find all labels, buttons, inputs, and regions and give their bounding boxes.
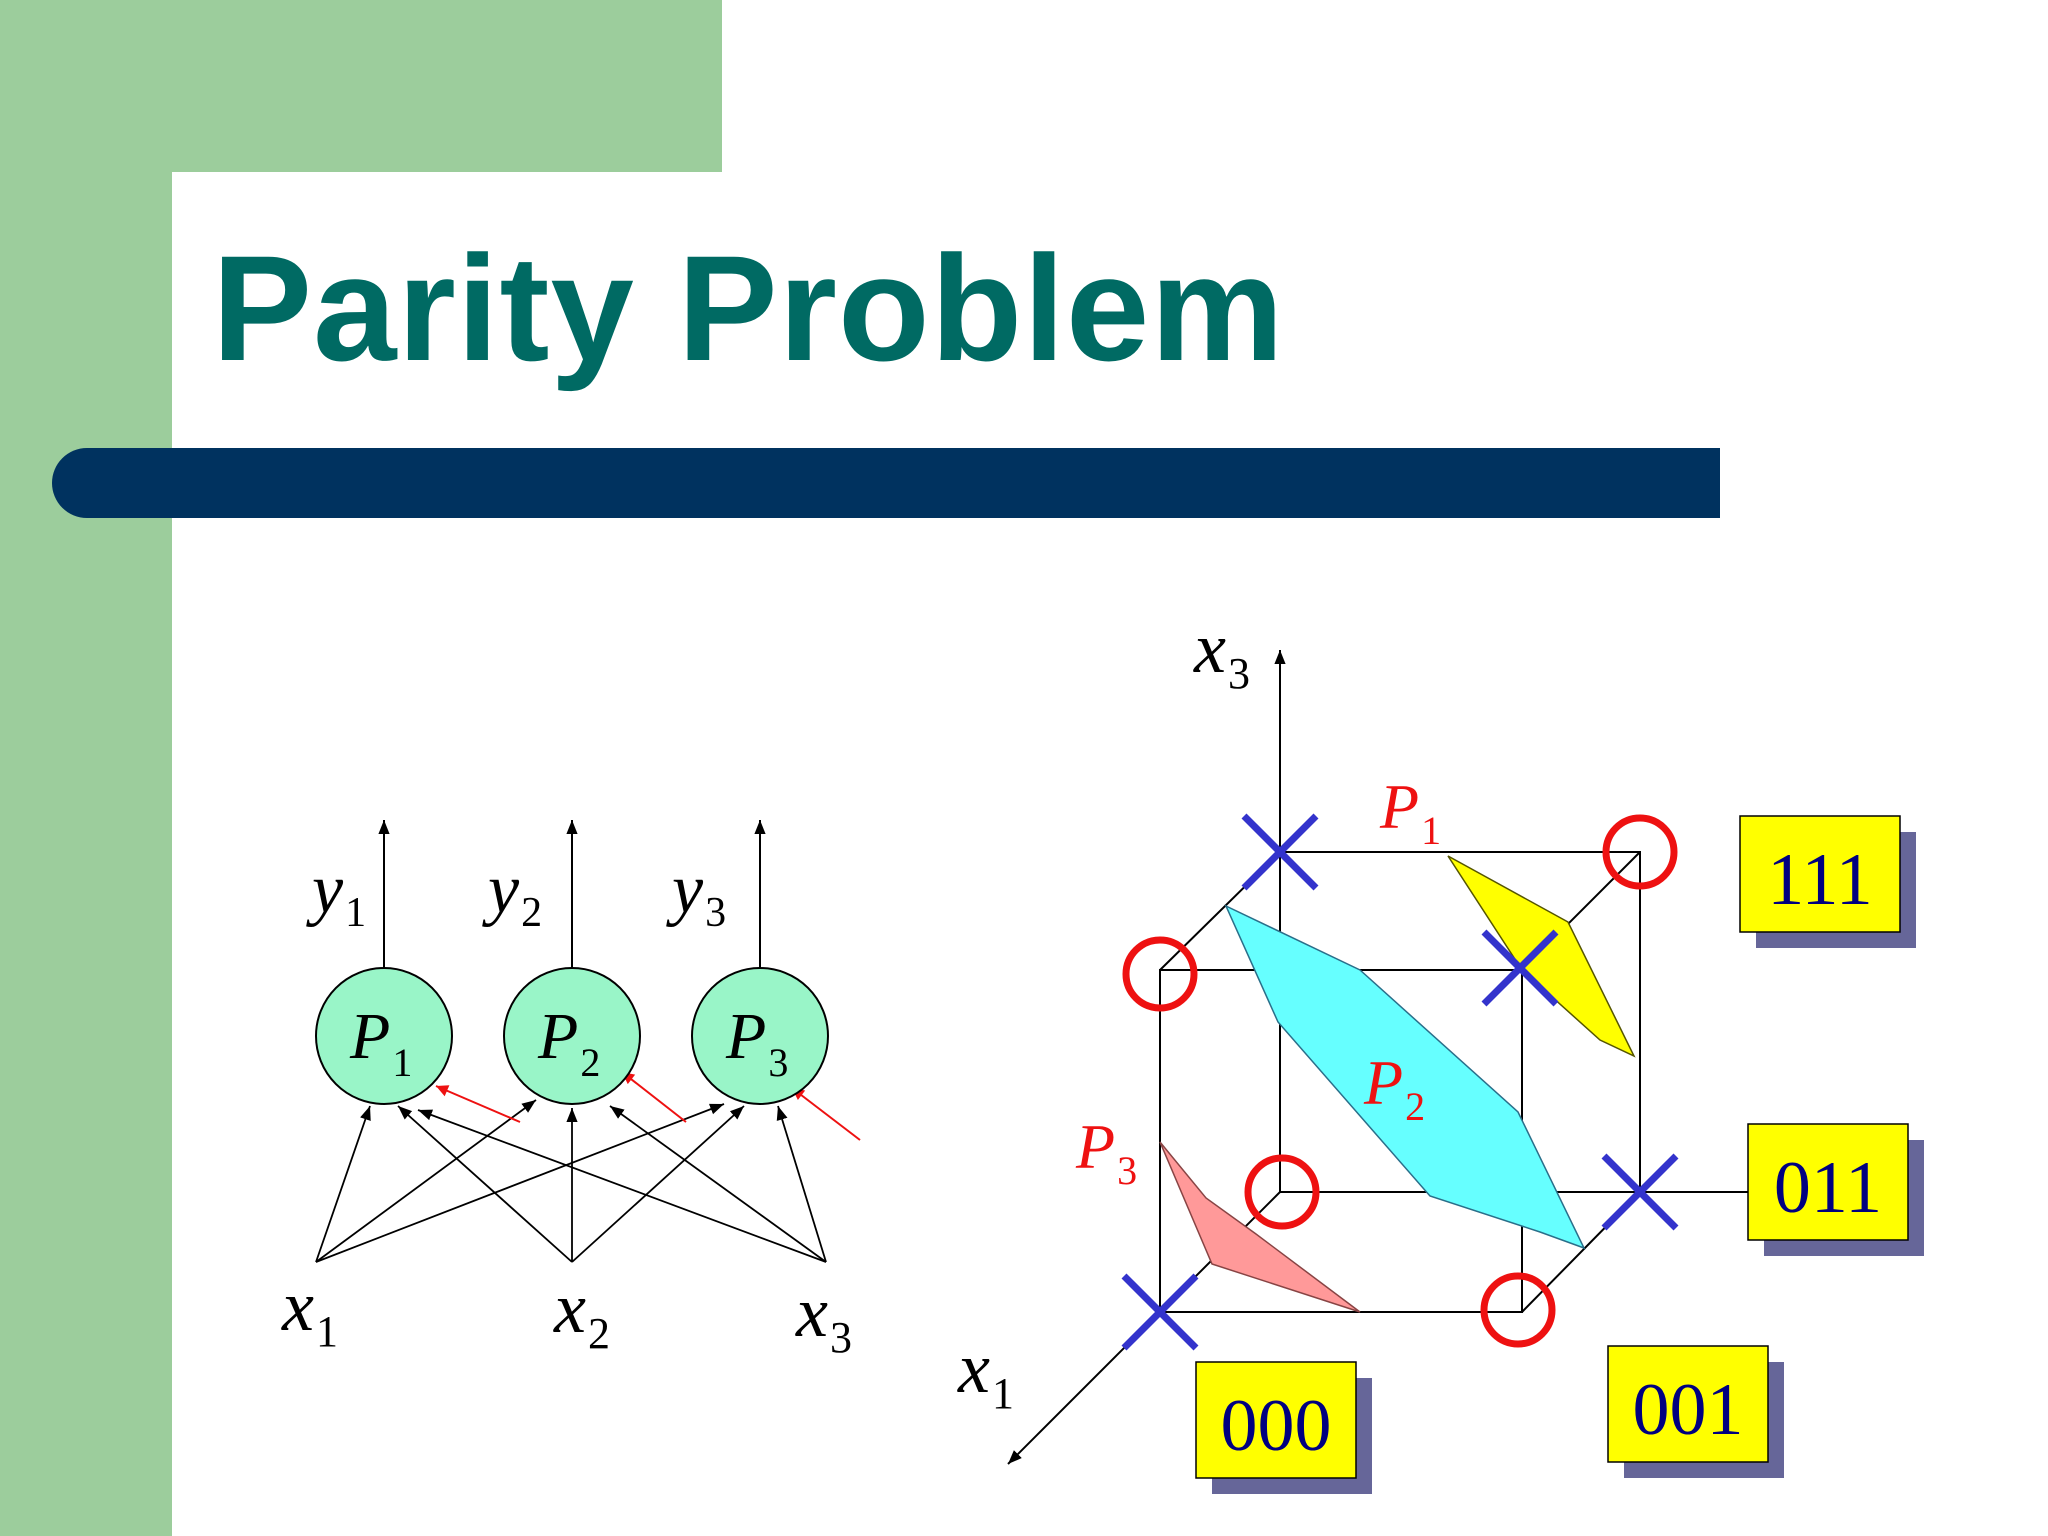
svg-text:001: 001 [1633, 1369, 1744, 1451]
axis-x3-label: x3 [1193, 608, 1250, 698]
circle-marker [1602, 814, 1678, 890]
perceptron-network: P1 P2 P3 y1 y2 y3 x1 x2 x3 [281, 820, 861, 1362]
neuron-p2-label: P2 [537, 1000, 600, 1085]
circle-marker [1122, 936, 1198, 1012]
neuron-p1 [315, 967, 453, 1105]
input-x2-label: x2 [553, 1268, 610, 1358]
input-connections [315, 1099, 827, 1263]
neuron-p1-label: P1 [349, 1000, 412, 1085]
connection-x2-p3 [571, 1105, 745, 1263]
axis-x1-label: x1 [957, 1328, 1014, 1418]
plane-p3 [1159, 1141, 1361, 1313]
cross-marker [1601, 1153, 1679, 1231]
plane-p3-label: P3 [1075, 1111, 1137, 1193]
output-y2-label: y2 [482, 851, 542, 936]
vertex-label-011: 011 [1747, 1123, 1924, 1256]
connection-x1-p3 [315, 1103, 725, 1263]
connection-x1-p2 [315, 1099, 537, 1263]
output-arrows [378, 820, 766, 968]
neuron-p3 [691, 967, 829, 1105]
content-panel [172, 172, 2048, 1536]
plane-p2 [1224, 904, 1586, 1250]
connection-x3-p1 [417, 1109, 827, 1263]
input-x3-label: x3 [795, 1272, 852, 1362]
odd-parity-markers [1121, 813, 1679, 1351]
bias-arrow-3 [791, 1087, 861, 1141]
plane-p1-label: P1 [1379, 771, 1441, 853]
page-title: Parity Problem [212, 224, 1285, 392]
bias-arrows [435, 1071, 861, 1141]
parity-cube: x3 x1 P1 P2 P3 111 011 000 001 [957, 608, 1924, 1494]
vertex-label-001: 001 [1607, 1345, 1784, 1478]
neuron-p2 [503, 967, 641, 1105]
background-green-top [0, 0, 722, 172]
connection-x1-p1 [315, 1105, 371, 1263]
circle-marker [1480, 1272, 1556, 1348]
svg-text:111: 111 [1767, 839, 1873, 921]
bias-arrow-1 [435, 1085, 521, 1123]
cross-marker [1481, 929, 1559, 1007]
cross-marker [1241, 813, 1319, 891]
output-y3-label: y3 [666, 851, 726, 936]
plane-p1 [1447, 855, 1636, 1058]
neuron-p3-label: P3 [725, 1000, 788, 1085]
neurons [315, 967, 829, 1105]
even-parity-markers [1122, 814, 1678, 1348]
title-underline-bar [52, 448, 1720, 518]
vertex-label-111: 111 [1739, 815, 1916, 948]
vertex-label-000: 000 [1195, 1361, 1372, 1494]
cross-marker [1121, 1273, 1199, 1351]
circle-marker [1244, 1154, 1320, 1230]
connection-x3-p2 [609, 1105, 827, 1263]
background-green-strip [0, 0, 172, 1536]
input-x1-label: x1 [281, 1266, 338, 1356]
plane-p2-label: P2 [1363, 1047, 1425, 1129]
output-y1-label: y1 [306, 851, 366, 936]
connection-x3-p3 [776, 1105, 827, 1263]
svg-text:011: 011 [1774, 1147, 1882, 1229]
bias-arrow-2 [621, 1071, 687, 1123]
svg-text:000: 000 [1221, 1385, 1332, 1467]
connection-x2-p1 [397, 1105, 573, 1263]
